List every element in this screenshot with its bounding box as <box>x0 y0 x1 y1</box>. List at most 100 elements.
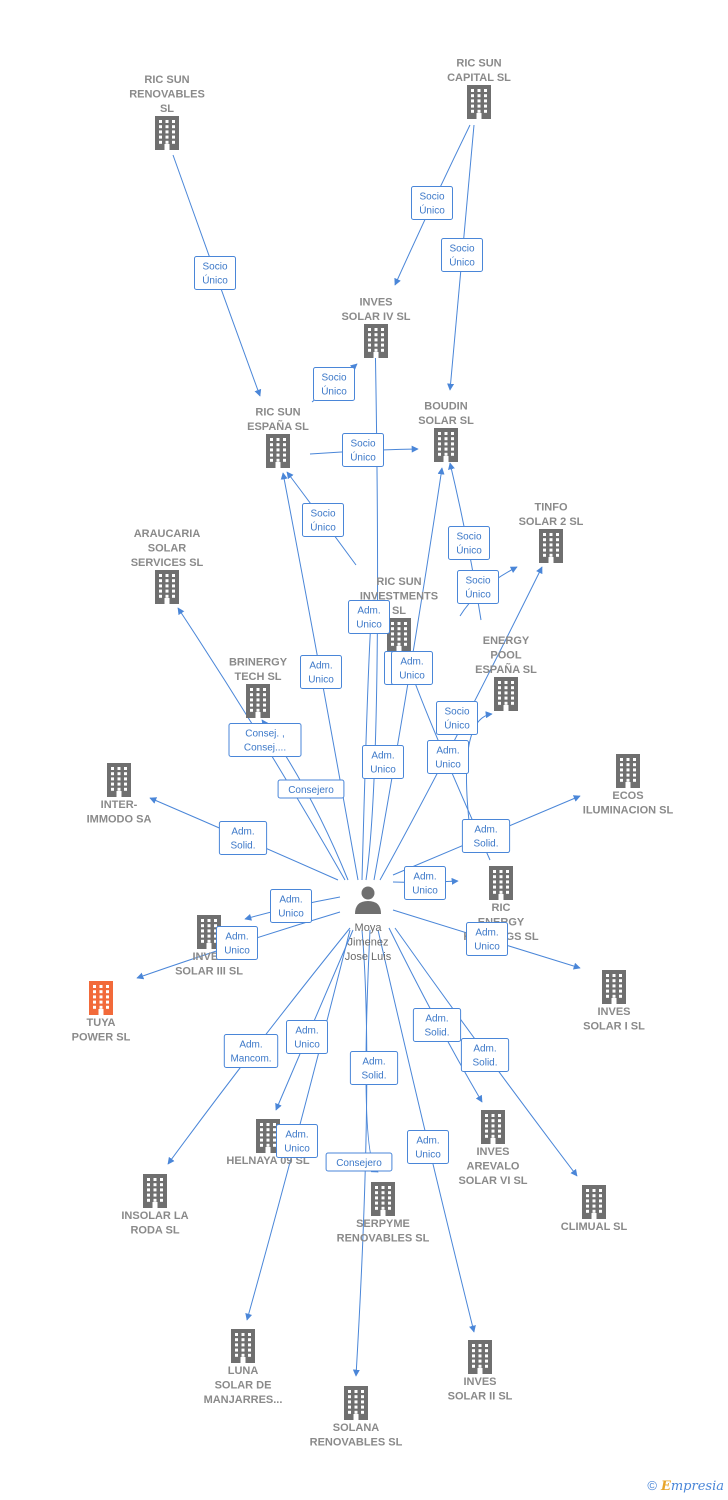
badge-text: Adm. <box>285 1130 308 1141</box>
building-window <box>438 452 441 456</box>
building-window <box>472 1364 475 1368</box>
node-label-line: INVES <box>597 1006 630 1018</box>
relation-badge-moya-helnaya[interactable]: Adm.Unico <box>286 1020 328 1054</box>
building-window <box>147 1198 150 1202</box>
company-node-climual[interactable]: CLIMUAL SL <box>561 1185 628 1233</box>
copyright-symbol: © <box>647 1478 657 1493</box>
building-window <box>388 1186 391 1189</box>
company-node-intermmodo[interactable]: INTER-IMMODO SA <box>87 763 152 826</box>
relation-edge-moya-solana <box>352 929 368 1377</box>
building-window <box>586 1194 589 1198</box>
building-window <box>451 437 454 441</box>
building-window <box>499 885 503 889</box>
building-window <box>273 1133 276 1137</box>
relation-badge-moya-ecos[interactable]: Adm.Solid. <box>461 819 511 853</box>
relation-badge-moya-solana[interactable]: Adm.Solid. <box>349 1051 399 1085</box>
building-window <box>124 787 127 791</box>
badge-text: Solid. <box>473 839 498 850</box>
building-window <box>472 1354 475 1358</box>
building-door <box>380 1210 386 1216</box>
building-window <box>606 974 609 977</box>
building-window <box>485 1124 488 1128</box>
building-window <box>506 870 509 873</box>
badge-text: Adm. <box>231 827 254 838</box>
building-window <box>283 443 286 447</box>
relation-badge-moya-insolar[interactable]: Adm.Mancom. <box>223 1034 279 1068</box>
relation-badge-moya-inves1[interactable]: Adm.Unico <box>466 922 508 956</box>
building-window <box>444 452 448 456</box>
node-label-line: RODA SL <box>130 1225 179 1237</box>
building-icon <box>539 529 563 563</box>
building-window <box>361 1390 364 1393</box>
building-window <box>484 104 487 108</box>
relation-badge-moya-climual[interactable]: Adm.Solid. <box>460 1038 510 1072</box>
building-window <box>273 1123 276 1126</box>
relation-badge-moya-ricsun_espana[interactable]: Adm.Unico <box>300 655 342 689</box>
relation-badge-moya-serpyme[interactable]: Consejero <box>325 1152 393 1172</box>
building-window <box>498 1134 501 1138</box>
node-label-line: RIC SUN <box>144 74 189 86</box>
node-label-line: ENERGY <box>483 635 530 647</box>
relation-badge-moya-inves2[interactable]: Adm.Unico <box>407 1130 449 1164</box>
relation-badge-moya-ricsun_invest[interactable]: Adm.Unico <box>348 600 390 634</box>
relation-badge-moya-inves3[interactable]: Adm.Unico <box>270 889 312 923</box>
building-window <box>491 1124 495 1128</box>
relation-badge-moya-intermmodo[interactable]: Adm.Solid. <box>218 821 268 855</box>
building-window <box>504 701 508 705</box>
building-window <box>511 686 514 690</box>
building-window <box>599 1199 602 1203</box>
badge-text: Socio <box>202 262 227 273</box>
badge-text: Adm. <box>475 928 498 939</box>
relation-badge-moya-luna[interactable]: Adm.Unico <box>276 1124 318 1158</box>
building-door <box>152 1202 158 1208</box>
node-label-line: LUNA <box>228 1365 259 1377</box>
badge-box <box>427 740 469 774</box>
building-window <box>504 681 508 684</box>
relation-badge-moya-boudin[interactable]: Adm.Unico <box>391 651 433 685</box>
brand-logo[interactable]: Empresia <box>660 1479 724 1494</box>
badge-text: Socio <box>419 192 444 203</box>
relation-badge-moya-tinfo[interactable]: Adm.Unico <box>427 740 469 774</box>
building-window <box>153 1193 157 1197</box>
relation-badge-moya-tuya[interactable]: Adm.Unico <box>216 926 258 960</box>
building-window <box>498 1129 501 1133</box>
relation-badge-moya-araucaria[interactable]: Consej. ,Consej.... <box>228 723 302 757</box>
relation-badge-moya-inves_arevalo[interactable]: Adm.Solid. <box>412 1008 462 1042</box>
building-window <box>165 589 169 593</box>
relation-badge-moya-inves4[interactable]: Adm.Unico <box>362 745 404 779</box>
badge-box <box>277 779 345 799</box>
building-window <box>165 135 169 139</box>
relation-badge-moya-brinergy[interactable]: Consejero <box>277 779 345 799</box>
relation-badge-moya-ric_energy[interactable]: Adm.Unico <box>404 866 446 900</box>
